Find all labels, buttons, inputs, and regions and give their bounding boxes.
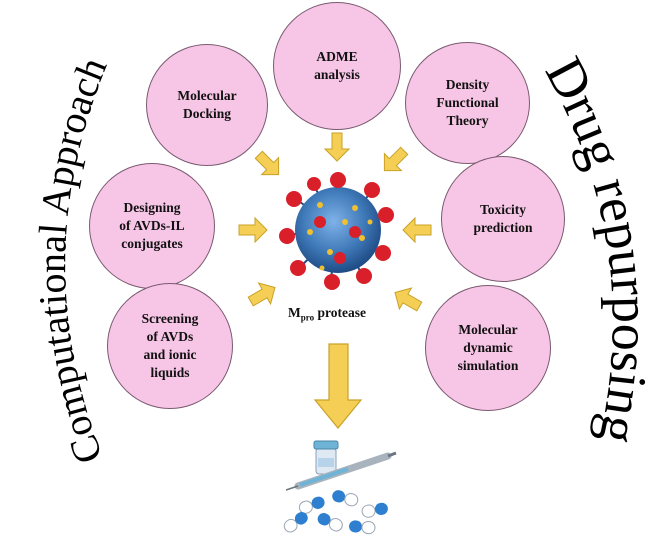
node-designing-label: Designing of AVDs-IL conjugates (119, 200, 185, 251)
arrow-from-docking (254, 150, 280, 176)
node-md-label: Molecular dynamic simulation (457, 322, 519, 373)
arrow-from-md (394, 287, 423, 312)
arrow-from-adme (323, 132, 351, 162)
node-screening: Screening of AVDs and ionic liquids (107, 283, 233, 409)
node-designing-avds-il: Designing of AVDs-IL conjugates (89, 163, 215, 289)
capsules-icon (283, 490, 388, 535)
down-arrow-to-drug (313, 343, 363, 429)
node-screening-label: Screening of AVDs and ionic liquids (141, 311, 199, 380)
target-label: Mpro protease (288, 305, 366, 323)
syringe-icon (285, 451, 397, 491)
node-molecular-dynamic-simulation: Molecular dynamic simulation (425, 285, 551, 411)
node-docking-label: Molecular Docking (177, 88, 237, 121)
vial-icon (313, 440, 339, 475)
node-toxicity-prediction: Toxicity prediction (441, 156, 565, 282)
node-molecular-docking: Molecular Docking (146, 44, 268, 166)
arrow-from-dft (383, 146, 409, 172)
virus-icon (279, 172, 394, 290)
node-density-functional-theory: Density Functional Theory (405, 42, 530, 164)
arrow-from-screening (247, 282, 276, 307)
node-dft-label: Density Functional Theory (436, 77, 499, 128)
node-toxicity-label: Toxicity prediction (473, 202, 533, 235)
arrow-from-designing (238, 216, 268, 244)
node-adme-label: ADME analysis (314, 49, 360, 82)
node-adme-analysis: ADME analysis (273, 2, 401, 130)
arrow-from-toxicity (402, 216, 432, 244)
